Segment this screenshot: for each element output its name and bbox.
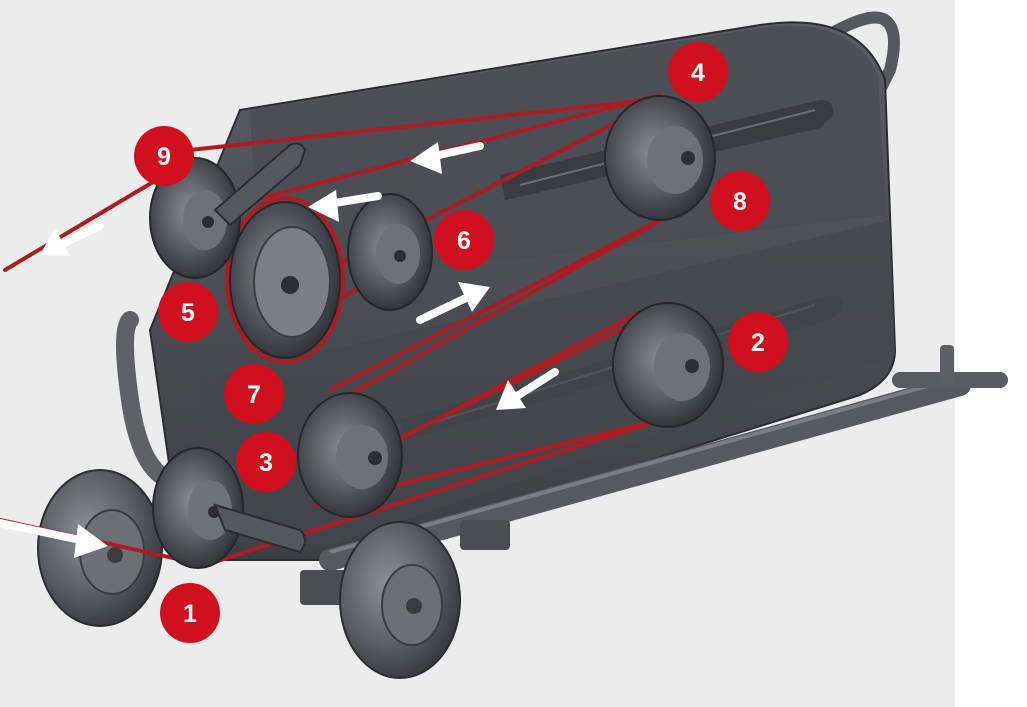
pulley-5 [229,201,341,359]
badge-8: 8 [710,171,770,231]
pulley-3-7 [297,392,403,518]
tensioner-arm-bottom [213,503,306,554]
badge-4: 4 [668,42,728,102]
badge-label: 4 [691,59,705,87]
badge-7: 7 [224,364,284,424]
badge-label: 5 [181,299,195,327]
arrow-icon [496,368,559,410]
direction-arrows [0,142,559,558]
arrow-icon [416,282,490,324]
pulley-1 [152,447,244,569]
badge-label: 9 [157,143,171,171]
wheel-left [37,469,163,627]
badge-label: 3 [259,449,273,477]
arrow-icon [410,142,484,174]
arrow-icon [0,519,108,558]
badge-label: 8 [733,188,747,216]
arrow-icon [40,222,104,256]
badge-label: 6 [457,227,471,255]
pulley-2 [612,302,724,428]
badge-6: 6 [434,210,494,270]
pulley-9 [149,157,241,279]
diamond-wire [0,93,672,567]
arrow-icon [308,190,382,222]
badge-2: 2 [728,312,788,372]
badge-1: 1 [160,583,220,643]
wheel-right [339,521,461,679]
badge-5: 5 [158,282,218,342]
pulley-6 [347,193,433,311]
badge-label: 2 [751,329,765,357]
badge-9: 9 [134,126,194,186]
badge-label: 1 [183,600,197,628]
tensioner-arm-top [213,142,307,227]
pulley-4-8 [604,95,716,221]
badge-label: 7 [247,381,261,409]
badge-3: 3 [236,432,296,492]
